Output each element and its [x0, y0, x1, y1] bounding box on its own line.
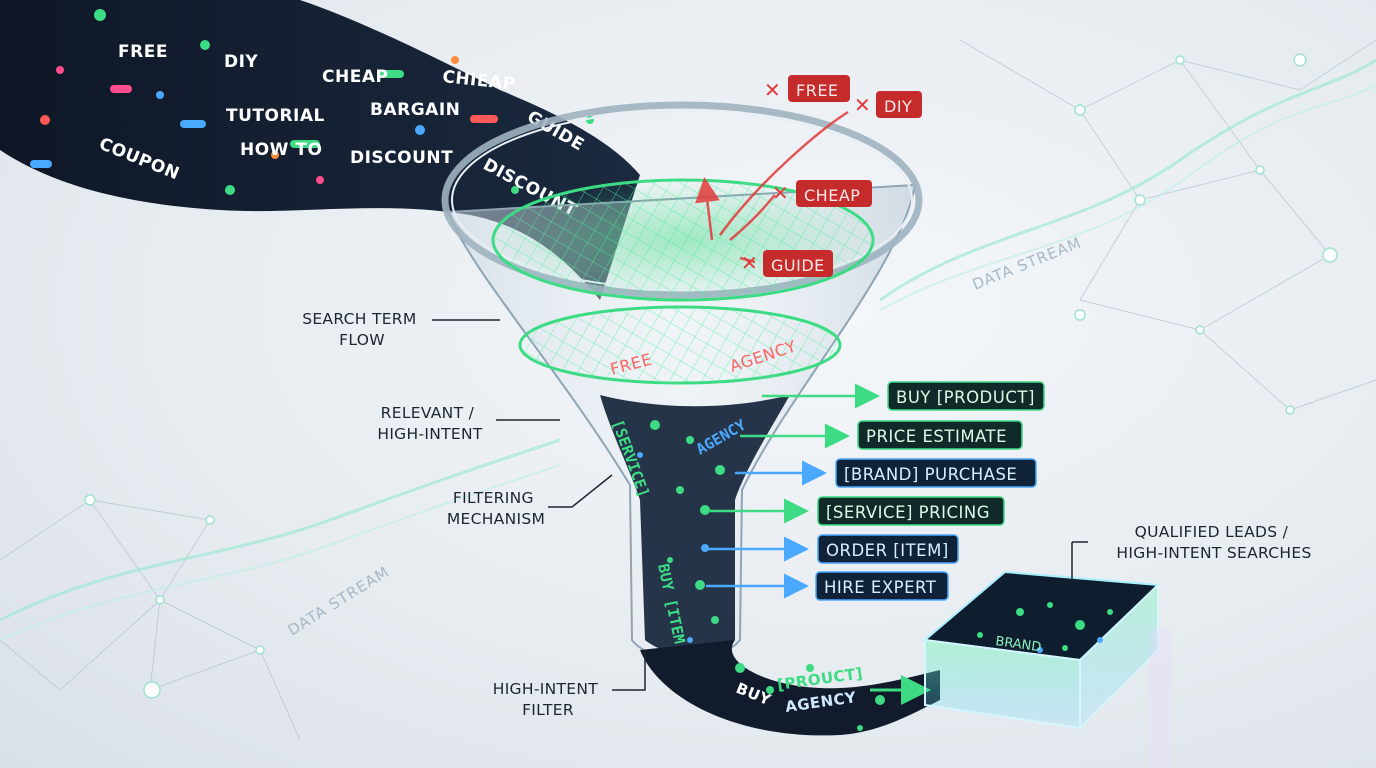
incoming-term: DISCOUNT: [350, 148, 453, 168]
reject-tag-label: DIY: [884, 97, 912, 116]
filter-net-lower: [518, 305, 842, 385]
reject-tag: [796, 180, 872, 207]
intent-pill-label: [SERVICE] PRICING: [826, 503, 990, 522]
stream-particles: [30, 9, 594, 195]
box-label: BRAND: [994, 634, 1042, 655]
reject-tag-label: CHEAP: [804, 186, 860, 205]
rejected-arrows: [694, 110, 849, 264]
intent-pill: [887, 381, 1045, 411]
incoming-term: TUTORIAL: [226, 106, 325, 126]
incoming-term: DIY: [224, 52, 258, 72]
incoming-term: FREE: [118, 42, 168, 62]
data-stream-waves: [0, 58, 1376, 641]
reject-tag-label: GUIDE: [771, 256, 825, 275]
annotation-relevant: RELEVANT / HIGH-INTENT: [377, 404, 483, 443]
intent-pill-label: HIRE EXPERT: [824, 578, 937, 597]
intent-pill: [817, 496, 1005, 526]
incoming-term: BARGAIN: [370, 100, 460, 120]
data-stream-label-right: DATA STREAM: [970, 233, 1084, 293]
reject-x-icon: ✕: [854, 93, 871, 117]
intent-pill-label: BUY [PRODUCT]: [896, 388, 1035, 407]
qualified-leads-box: BRAND: [922, 570, 1170, 768]
annotation-high-intent-filter: HIGH-INTENT FILTER: [493, 680, 604, 719]
output-stream: [640, 640, 940, 736]
intent-pill-label: [BRAND] PURCHASE: [844, 465, 1017, 484]
reject-tag: [788, 75, 850, 102]
funnel: [441, 101, 923, 660]
incoming-term: HOW TO: [240, 140, 322, 160]
high-intent-arrows: [706, 383, 880, 599]
annotation-filtering: FILTERING MECHANISM: [447, 489, 545, 528]
data-stream-label-left: DATA STREAM: [285, 563, 393, 640]
annotation-search-term-flow: SEARCH TERM FLOW: [302, 310, 422, 349]
reject-x-icon: ✕: [772, 181, 789, 205]
rejected-terms: ✕ FREE ✕ DIY ✕ CHEAP ✕ GUIDE: [741, 75, 922, 277]
intent-pill: [815, 571, 949, 601]
high-intent-terms: BUY [PRODUCT] PRICE ESTIMATE [BRAND] PUR…: [815, 381, 1045, 601]
annotations: SEARCH TERM FLOW RELEVANT / HIGH-INTENT …: [302, 310, 1311, 719]
annotation-lines: [432, 319, 1088, 691]
reject-x-icon: ✕: [741, 251, 758, 275]
output-particles: [735, 663, 885, 731]
intent-pill-label: PRICE ESTIMATE: [866, 427, 1007, 446]
reject-tag-label: FREE: [796, 81, 839, 100]
incoming-term: CHEAP: [322, 67, 388, 87]
intent-pill-label: ORDER [ITEM]: [826, 541, 949, 560]
intent-pill: [835, 458, 1037, 488]
reject-tag: [763, 250, 833, 277]
reject-x-icon: ✕: [764, 78, 781, 102]
incoming-search-stream: [0, 0, 640, 300]
network-nodes: [84, 53, 1338, 699]
intent-pill: [817, 534, 959, 564]
intent-pill: [857, 420, 1023, 450]
reject-tag: [876, 91, 922, 118]
annotation-qualified-leads: QUALIFIED LEADS / HIGH-INTENT SEARCHES: [1116, 523, 1311, 562]
